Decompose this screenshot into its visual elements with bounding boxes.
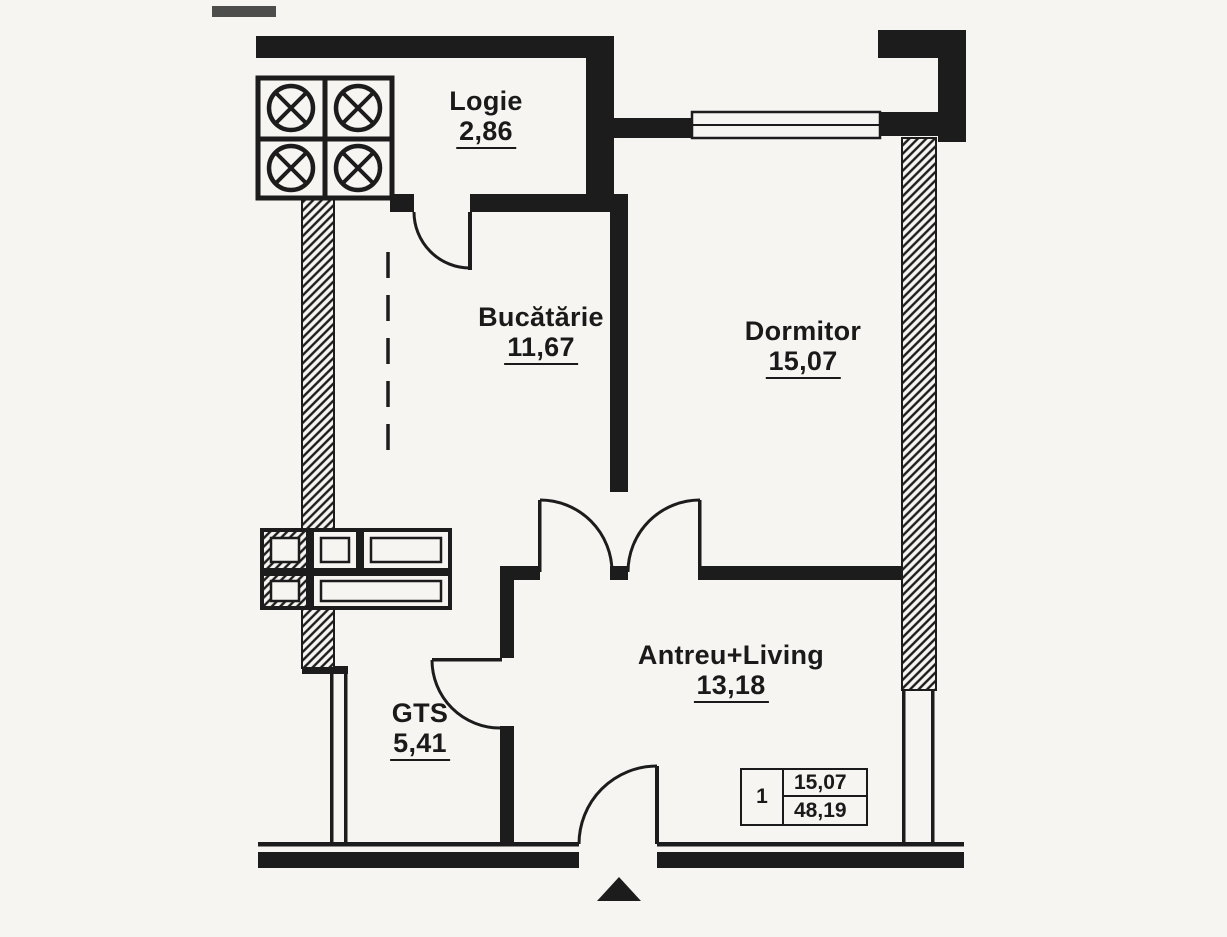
wall-interior-h3 [698,566,902,580]
wall-top-logie [256,36,588,58]
room-area: 2,86 [456,116,516,150]
room-name: Antreu+Living [637,640,825,670]
wall-gts-upper [500,566,514,658]
room-label-antreu-living: Antreu+Living 13,18 [637,640,825,704]
wall-left-lower-outer [330,672,334,846]
wall-left-step [302,666,348,674]
ventilation-fan-icon [333,83,383,133]
entrance-marker-triangle [597,877,641,901]
wall-logie-bottom-right [470,194,614,212]
wall-gts-lower [500,726,514,846]
hatched-wall-left-lower [301,605,335,669]
hatched-wall-left-upper [301,195,335,533]
legend-living-area: 15,07 [784,770,866,797]
door-leaf-entrance [655,766,659,844]
room-label-bucatarie: Bucătărie 11,67 [478,302,604,366]
wall-interior-h2 [610,566,628,580]
legend-areas-column: 15,07 48,19 [784,770,866,824]
legend-total-area: 48,19 [794,798,847,822]
dormitor-window [690,110,882,140]
door-arc-entrance [577,764,658,845]
room-label-gts: GTS 5,41 [390,698,450,762]
door-arc-loggia [412,211,471,270]
wall-right-lower-outer [931,690,935,846]
door-leaf-kitchen [538,500,542,572]
door-leaf-loggia [468,212,472,270]
ventilation-fan-icon [266,83,316,133]
solid-walls [256,30,966,868]
scan-artifact-smudge [212,6,276,17]
room-area: 13,18 [693,670,769,704]
room-name: Logie [449,86,523,116]
ventilation-fan-crosses [274,91,375,185]
wall-right-lower-inner [902,690,906,846]
room-label-dormitor: Dormitor 15,07 [744,316,862,380]
legend-unit-number: 1 [742,770,784,824]
wall-bottom-right-thick [657,852,964,868]
ventilation-fan-icon [266,143,316,193]
wall-dormitor-topright [878,112,942,136]
wall-interior-h1 [510,566,540,580]
kitchen-counter-block [260,528,452,610]
ventilation-fan-icons [266,83,383,193]
door-arc-kitchen [539,498,614,573]
doors [412,211,702,845]
ventilation-shaft-block [255,75,395,201]
wall-dormitor-topleft [612,118,692,138]
wall-logie-bottom-left [390,194,414,212]
room-area: 5,41 [390,728,450,762]
ventilation-fan-icon [333,143,383,193]
door-leaf-dormitor [698,500,702,572]
door-arc-dormitor [626,498,701,573]
wall-bottom-right-thin [657,842,964,847]
wall-left-lower-inner [344,672,348,846]
wall-bottom-left-thick [258,852,579,868]
wall-kitchen-dormitor [610,194,628,492]
hatched-walls [301,137,937,691]
room-area: 11,67 [504,332,578,366]
room-name: Dormitor [744,316,862,346]
hatched-wall-right [901,137,937,691]
legend-table: 1 15,07 48,19 [740,768,868,826]
wall-bottom-left-thin [258,842,579,847]
room-name: Bucătărie [478,302,604,332]
door-leaf-gts [432,658,502,662]
room-name: GTS [391,698,449,728]
wall-step-logie-right [586,36,614,196]
door-arc-gts [430,659,501,730]
room-label-logie: Logie 2,86 [449,86,523,150]
room-area: 15,07 [765,346,841,380]
wall-topright-v [938,30,966,142]
